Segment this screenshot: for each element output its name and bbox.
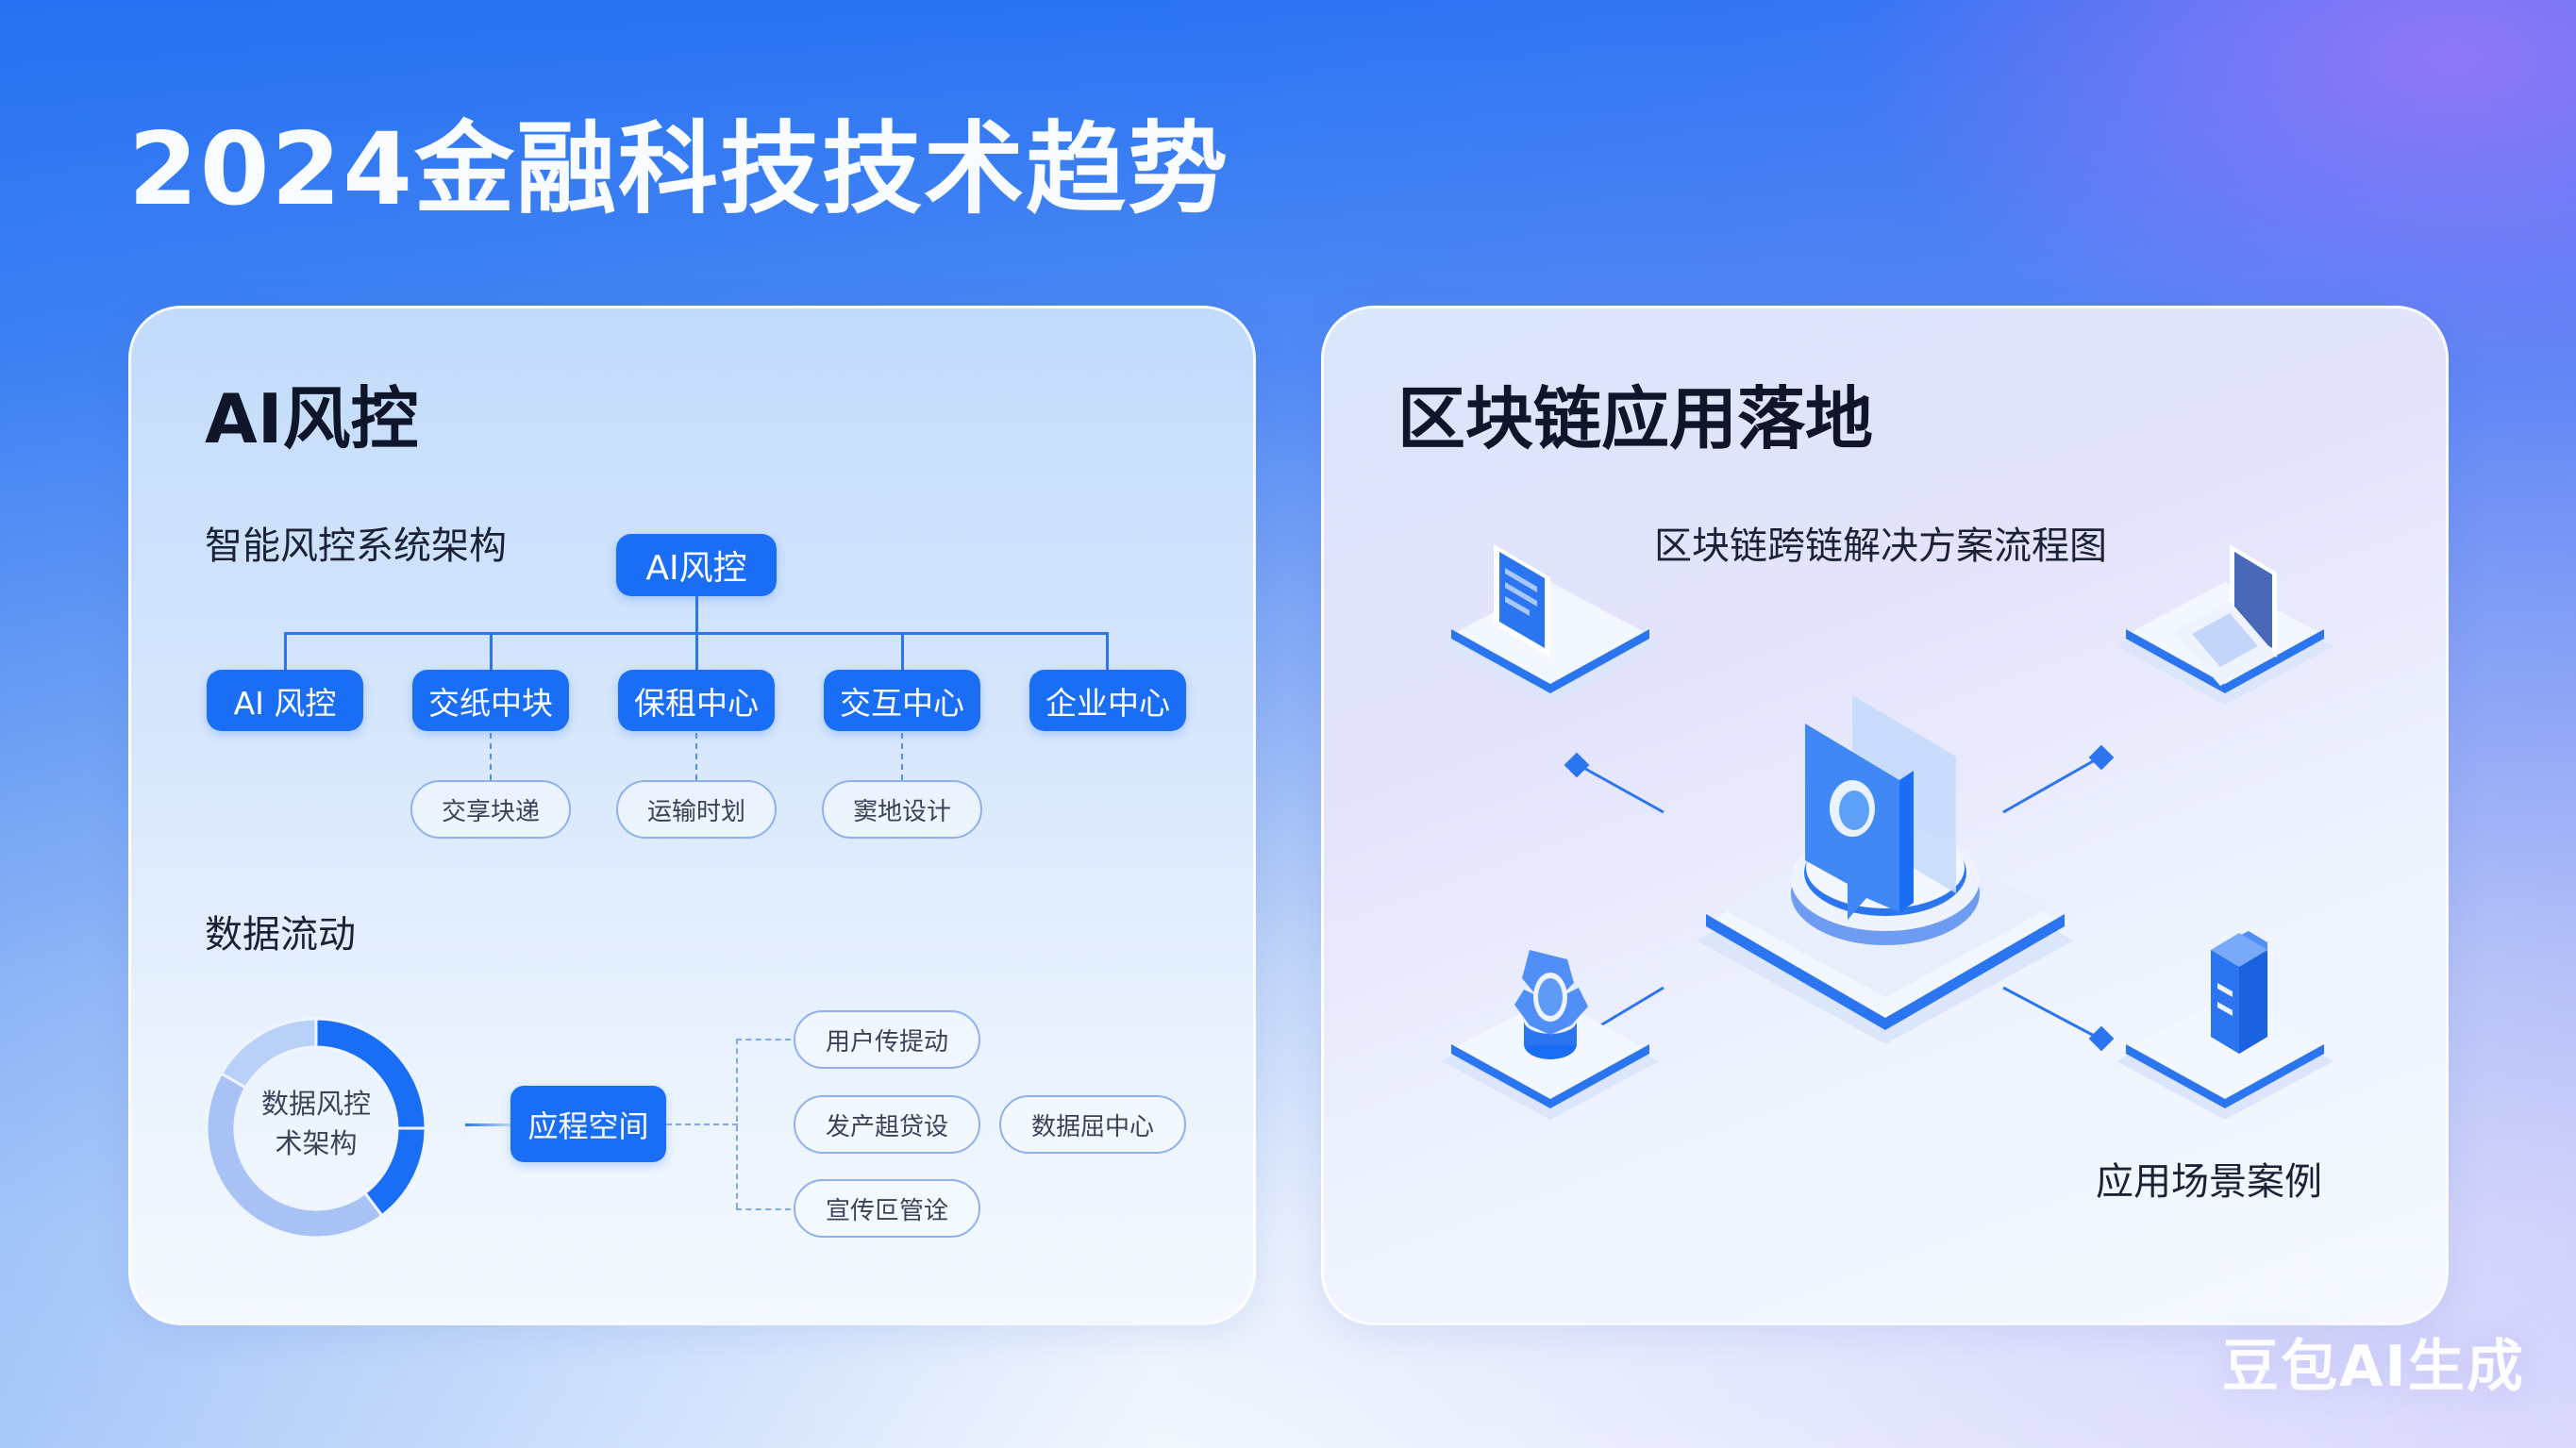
- root-node-label: AI风控: [645, 549, 747, 588]
- donut-label-line2: 术架构: [275, 1127, 358, 1159]
- sub-connector-3: [695, 733, 697, 780]
- child-node-4[interactable]: 交互中心: [824, 670, 980, 731]
- root-connector: [695, 596, 698, 634]
- branch-arm-3: [736, 1208, 791, 1210]
- child-node-1[interactable]: AI 风控: [207, 670, 363, 731]
- extra-pill[interactable]: 数据屈中心: [999, 1095, 1186, 1154]
- sub-pill-2[interactable]: 交享块递: [410, 780, 571, 839]
- architecture-label: 智能风控系统架构: [205, 524, 507, 568]
- donut-to-hub-line: [465, 1123, 514, 1126]
- branch-pill-2[interactable]: 发产趄贷设: [794, 1095, 980, 1154]
- ai-risk-panel: AI风控 智能风控系统架构 AI风控 AI 风控 交纸中块 保租中心 交互中心 …: [128, 306, 1256, 1325]
- panel-title-blockchain: 区块链应用落地: [1397, 379, 1874, 458]
- use-case-caption: 应用场景案例: [2096, 1160, 2322, 1204]
- child-node-5[interactable]: 企业中心: [1029, 670, 1186, 731]
- branch-pill-3[interactable]: 宣传叵管诠: [794, 1179, 980, 1238]
- branch-line-3: [695, 632, 698, 670]
- branch-line-5: [1106, 632, 1109, 670]
- branch-pill-label: 宣传叵管诠: [825, 1196, 948, 1225]
- child-node-label: AI 风控: [233, 684, 337, 722]
- hub-node-label: 应程空间: [527, 1107, 649, 1144]
- donut-center-label: 数据风控 术架构: [241, 1084, 392, 1163]
- laptop-icon: [2116, 544, 2333, 705]
- sub-connector-2: [490, 733, 492, 780]
- page-title: 2024金融科技技术趋势: [128, 111, 1230, 227]
- sub-connector-4: [901, 733, 903, 780]
- child-node-label: 企业中心: [1045, 684, 1170, 722]
- branch-line-4: [901, 632, 904, 670]
- watermark: 豆包AI生成: [2222, 1334, 2525, 1400]
- branch-line-1: [284, 632, 287, 670]
- shield-node-icon: [1442, 950, 1659, 1120]
- branch-pill-label: 发产趄贷设: [825, 1112, 948, 1141]
- hub-to-branch-line: [666, 1123, 738, 1125]
- data-flow-donut: [205, 1017, 427, 1240]
- panel-title-ai-risk: AI风控: [205, 379, 419, 458]
- branch-arm-1: [736, 1039, 791, 1040]
- flow-diagram-title: 区块链跨链解决方案流程图: [1654, 524, 2107, 568]
- hub-node[interactable]: 应程空间: [510, 1086, 666, 1162]
- donut-label-line1: 数据风控: [260, 1088, 371, 1120]
- child-node-2[interactable]: 交纸中块: [412, 670, 569, 731]
- child-node-label: 保租中心: [634, 684, 759, 722]
- blockchain-hub-icon: [1697, 695, 2074, 1044]
- branch-pill-label: 用户传提动: [825, 1027, 948, 1057]
- blockchain-panel: 区块链应用落地 区块链跨链解决方案流程图: [1321, 306, 2449, 1325]
- child-node-label: 交互中心: [840, 684, 964, 722]
- data-flow-label: 数据流动: [205, 913, 356, 957]
- branch-line-2: [490, 632, 493, 670]
- sub-pill-label: 交享块递: [441, 797, 540, 826]
- child-node-3[interactable]: 保租中心: [618, 670, 775, 731]
- sub-pill-4[interactable]: 窦地设计: [822, 780, 982, 839]
- sub-pill-3[interactable]: 运输时划: [616, 780, 777, 839]
- branch-pill-1[interactable]: 用户传提动: [794, 1010, 980, 1069]
- root-node[interactable]: AI风控: [616, 534, 777, 596]
- server-document-icon: [2116, 931, 2333, 1120]
- branch-bracket: [736, 1039, 738, 1208]
- child-node-label: 交纸中块: [428, 684, 553, 722]
- sub-pill-label: 窦地设计: [852, 797, 951, 826]
- extra-pill-label: 数据屈中心: [1030, 1112, 1154, 1141]
- sub-pill-label: 运输时划: [646, 797, 745, 826]
- monitor-document-icon: [1442, 544, 1659, 705]
